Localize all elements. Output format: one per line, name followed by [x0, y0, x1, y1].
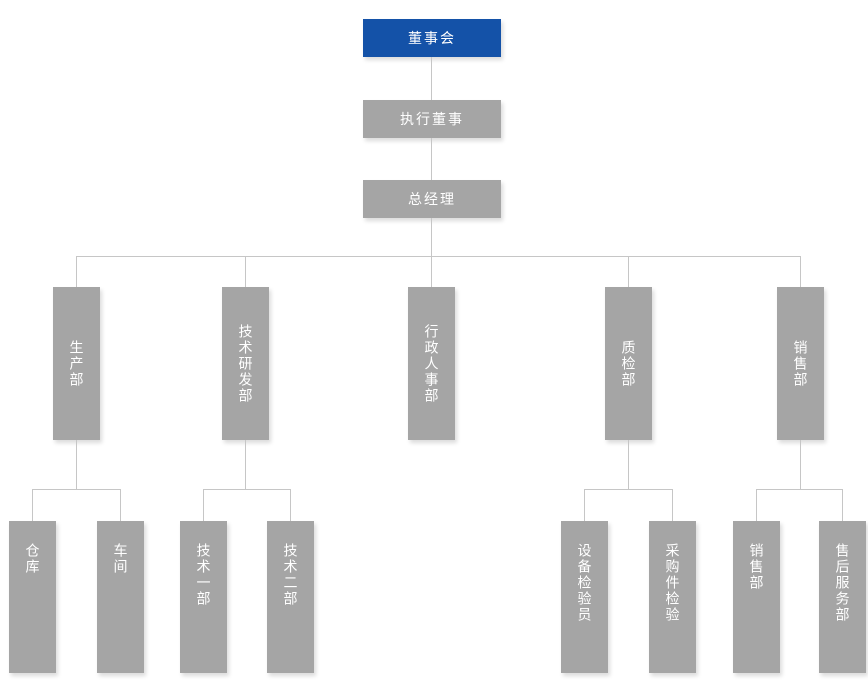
sub-after-sales-service: 售后服务部: [819, 521, 866, 673]
sub-warehouse: 仓库: [9, 521, 56, 673]
sub-sales-label: 销售部: [748, 543, 765, 591]
sub-tech-2-label: 技术二部: [282, 543, 299, 607]
node-executive-director: 执行董事: [363, 100, 501, 138]
dept-sales-label: 销售部: [792, 339, 809, 388]
dept-tech-rd-label: 技术研发部: [237, 323, 254, 404]
sub-purchased-parts-inspection-label: 采购件检验: [664, 543, 681, 623]
dept-admin-hr: 行政人事部: [408, 287, 455, 440]
connector-drop-tech-1: [203, 489, 204, 521]
sub-warehouse-label: 仓库: [24, 543, 41, 575]
node-board-label: 董事会: [408, 30, 456, 46]
dept-admin-hr-label: 行政人事部: [423, 323, 440, 404]
sub-tech-1-label: 技术一部: [195, 543, 212, 607]
dept-sales: 销售部: [777, 287, 824, 440]
dept-tech-rd: 技术研发部: [222, 287, 269, 440]
node-executive-director-label: 执行董事: [400, 111, 464, 127]
connector-board-exec: [431, 57, 432, 100]
dept-production: 生产部: [53, 287, 100, 440]
connector-drop-tech-2: [290, 489, 291, 521]
connector-drop-sales: [800, 256, 801, 287]
sub-purchased-parts-inspection: 采购件检验: [649, 521, 696, 673]
node-general-manager: 总经理: [363, 180, 501, 218]
connector-exec-gm: [431, 138, 432, 180]
connector-gm-depts: [431, 218, 432, 256]
connector-stem-quality: [628, 440, 629, 489]
connector-stem-production: [76, 440, 77, 489]
sub-after-sales-service-label: 售后服务部: [834, 543, 851, 623]
connector-bus-tech-rd: [203, 489, 291, 490]
node-general-manager-label: 总经理: [408, 191, 456, 207]
connector-drop-warehouse: [32, 489, 33, 521]
sub-workshop-label: 车间: [112, 543, 129, 575]
dept-quality: 质检部: [605, 287, 652, 440]
connector-drop-purchased-parts: [672, 489, 673, 521]
sub-tech-2: 技术二部: [267, 521, 314, 673]
sub-sales: 销售部: [733, 521, 780, 673]
sub-equipment-inspector-label: 设备检验员: [576, 543, 593, 623]
connector-bus-quality: [584, 489, 673, 490]
connector-stem-tech-rd: [245, 440, 246, 489]
connector-drop-admin-hr: [431, 256, 432, 287]
sub-tech-1: 技术一部: [180, 521, 227, 673]
dept-production-label: 生产部: [68, 339, 85, 388]
connector-dept-bus: [76, 256, 801, 257]
connector-drop-quality: [628, 256, 629, 287]
connector-drop-sub-sales: [756, 489, 757, 521]
node-board: 董事会: [363, 19, 501, 57]
connector-stem-sales: [800, 440, 801, 489]
connector-drop-workshop: [120, 489, 121, 521]
connector-bus-production: [32, 489, 121, 490]
dept-quality-label: 质检部: [620, 339, 637, 388]
connector-drop-after-sales: [842, 489, 843, 521]
connector-drop-production: [76, 256, 77, 287]
connector-bus-sales: [756, 489, 843, 490]
sub-equipment-inspector: 设备检验员: [561, 521, 608, 673]
sub-workshop: 车间: [97, 521, 144, 673]
connector-drop-tech-rd: [245, 256, 246, 287]
connector-drop-equipment-inspector: [584, 489, 585, 521]
